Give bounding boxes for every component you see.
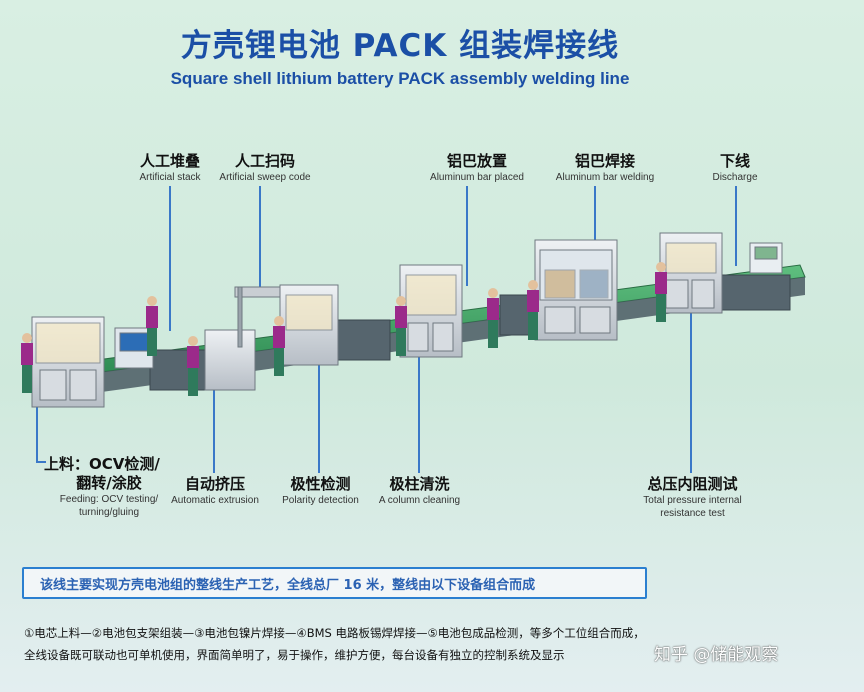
leader-line	[36, 385, 38, 463]
page-title-en: Square shell lithium battery PACK assemb…	[170, 69, 630, 88]
page-title-cn: 方壳锂电池 PACK 组装焊接线	[180, 28, 620, 64]
process-line-2: 全线设备既可联动也可单机使用，界面简单明了，易于操作，维护方便，每台设备有独立的…	[24, 648, 565, 662]
worker-figures	[21, 262, 667, 396]
label-feeding: 上料：OCV检测/ 翻转/涂胶 Feeding: OCV testing/ tu…	[44, 455, 160, 518]
assembly-line-illustration	[21, 232, 806, 408]
leader-line	[594, 186, 596, 266]
leader-line	[36, 461, 46, 463]
leader-line	[169, 186, 171, 331]
watermark: 知乎 @储能观察	[654, 645, 779, 665]
summary-text: 该线主要实现方壳电池组的整线生产工艺，全线总厂 16 米，整线由以下设备组合而成	[40, 577, 536, 593]
leader-line	[259, 186, 261, 296]
process-line-1: ①电芯上料—②电池包支架组装—③电池包镍片焊接—④BMS 电路板锡焊焊接—⑤电池…	[24, 626, 645, 640]
loading-machine	[31, 316, 105, 408]
leader-line	[318, 335, 320, 473]
leader-line	[213, 345, 215, 473]
leader-line	[418, 315, 420, 473]
summary-box: 该线主要实现方壳电池组的整线生产工艺，全线总厂 16 米，整线由以下设备组合而成	[22, 567, 647, 599]
leader-line	[690, 300, 692, 473]
leader-line	[735, 186, 737, 266]
leader-line	[466, 186, 468, 286]
label-total-pressure-test: 总压内阻测试 Total pressure internal resistanc…	[643, 475, 742, 519]
process-description: ①电芯上料—②电池包支架组装—③电池包镍片焊接—④BMS 电路板锡焊焊接—⑤电池…	[24, 622, 844, 666]
